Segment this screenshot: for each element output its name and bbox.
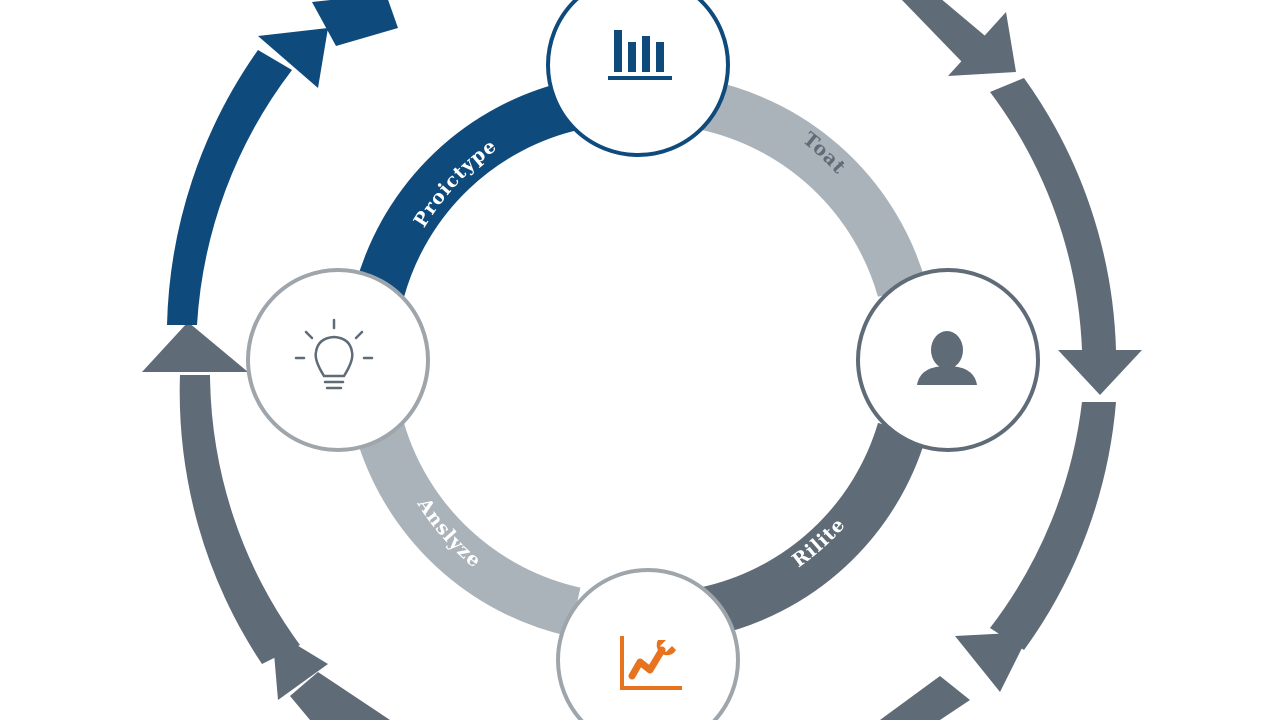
node-top [546, 0, 730, 157]
inner-ring-segment-prototype [355, 80, 581, 298]
inner-ring-segment-analyze [356, 422, 581, 637]
outer-arrow-lower-right [990, 402, 1116, 650]
outer-arrow-lower-right-head [955, 632, 1030, 692]
outer-arrow-upper-left-head [258, 28, 328, 88]
outer-cycle-arrows [142, 0, 1142, 720]
inner-ring-segment-refine [699, 422, 926, 637]
bar-chart-icon [608, 30, 672, 80]
lightbulb-icon [294, 318, 374, 390]
user-icon [917, 331, 977, 385]
node-left [246, 268, 430, 452]
outer-arrow-bottom-left-head [272, 630, 328, 700]
outer-arrow-top-right-head [948, 12, 1016, 76]
node-bottom [556, 568, 740, 720]
inner-ring [355, 80, 927, 637]
outer-arrow-bottom-right-stub [880, 676, 970, 720]
outer-arrow-left-head [142, 322, 248, 372]
outer-arrow-bottom-left [290, 672, 390, 720]
outer-arrow-upper-left [167, 50, 292, 325]
outer-arrow-left [179, 375, 300, 664]
outer-arrow-top-right [901, 0, 990, 62]
inner-ring-segment-test [699, 80, 927, 298]
outer-arrow-right-head [1058, 350, 1142, 395]
wrench-chart-icon [620, 636, 682, 690]
outer-arrow-top-left-stub [312, 0, 398, 46]
node-right [856, 268, 1040, 452]
outer-arrow-right [990, 78, 1116, 350]
